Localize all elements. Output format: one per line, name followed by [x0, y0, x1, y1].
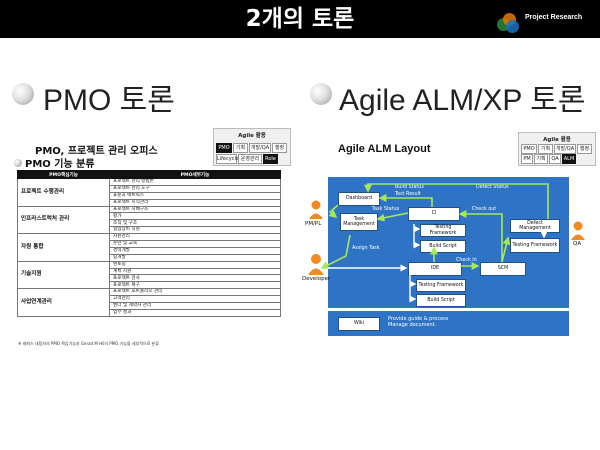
detail-cell: 프로젝트 복구: [109, 281, 281, 290]
category-cell: 인프라스트럭처 관리: [17, 205, 110, 235]
agile-tag-panel-right: Agile 활용 PMO 기획 개발/QA 행정 PM 기획 QA ALM: [518, 132, 596, 166]
table-header-row: PMO핵심기능 PMO세부기능: [17, 170, 281, 179]
tag-dev-qa[interactable]: 개발/QA: [554, 144, 576, 154]
label-check-in: Check in: [456, 258, 477, 263]
qa-person-icon: [571, 221, 585, 240]
tag-admin[interactable]: 행정: [272, 143, 287, 153]
agile-heading: Agile ALM/XP 토론: [339, 84, 586, 117]
scm-box: SCM: [480, 262, 526, 276]
tag-pmo[interactable]: PMO: [216, 143, 232, 153]
detail-cell: 멘토링: [109, 260, 281, 269]
tag-pm[interactable]: PM: [521, 154, 533, 164]
detail-cell: 프로젝트 관리 방법론: [109, 178, 281, 186]
wiki-box: Wiki: [338, 317, 380, 331]
tag-dev-qa[interactable]: 개발/QA: [249, 143, 271, 153]
category-cell: 기술지원: [17, 260, 110, 290]
detail-cell: 자원관리: [109, 233, 281, 242]
tag-alm[interactable]: ALM: [562, 154, 576, 164]
tag-lifecycle[interactable]: Lifecycle: [216, 154, 239, 164]
tag-pmo[interactable]: PMO: [521, 144, 537, 154]
agile-tag-panel-left: Agile 활용 PMO 기획 개발/QA 행정 Lifecycle 운영관리 …: [213, 128, 291, 166]
tag-plan[interactable]: 기획: [233, 143, 248, 153]
detail-cell: 팀개발: [109, 253, 281, 262]
detail-cell: 고객관리: [109, 295, 281, 304]
pmo-function-title: PMO 기능 분류: [25, 159, 95, 170]
tag-ops[interactable]: 운영관리: [238, 154, 262, 164]
detail-cell: 계획 지원: [109, 267, 281, 276]
build-script-box-1: Build Script: [420, 240, 466, 253]
label-defect-status: Defect Status: [476, 185, 509, 190]
qa-label: QA: [573, 241, 582, 247]
detail-cell: 훈련 및 교육: [109, 240, 281, 248]
ide-box: IDE: [408, 262, 462, 276]
pmo-heading: PMO 토론: [43, 84, 175, 117]
category-cell: 자원 통합: [17, 233, 110, 262]
detail-cell: 경력개발: [109, 246, 281, 255]
slide-title: 2개의 토론: [245, 6, 355, 32]
testing-framework-box-right: Testing Framework: [510, 238, 560, 253]
column-header-detail: PMO세부기능: [109, 170, 281, 179]
detail-cell: 프로젝트 감사: [109, 274, 281, 283]
pm-person-icon: [309, 200, 323, 219]
detail-cell: 프로젝트 지식관리: [109, 198, 281, 207]
tag-role[interactable]: Role: [263, 154, 278, 164]
label-build-status: Build Status: [395, 185, 424, 190]
pmo-subtitle: PMO, 프로젝트 관리 오피스: [35, 146, 158, 157]
bullet-icon: [12, 83, 34, 105]
detail-cell: 프로젝트 포트폴리오 관리: [109, 288, 281, 297]
detail-cell: 프로젝트 관리 도구: [109, 184, 281, 193]
category-cell: 사업연계관리: [17, 288, 110, 317]
label-task-status: Task Status: [372, 207, 400, 212]
small-bullet-icon: [14, 159, 22, 167]
tag-admin[interactable]: 행정: [577, 144, 592, 154]
tag-qa[interactable]: QA: [549, 154, 561, 164]
testing-framework-box-2: Testing Framework: [416, 279, 466, 292]
pmo-footnote: ※ 레퍼스 대림처의 PMO 핵심기능과 Gerad M Hil의 PMO 기능…: [18, 341, 159, 346]
detail-cell: 표준과 메트릭스: [109, 191, 281, 200]
tag-panel-header: Agile 활용: [238, 133, 266, 139]
tag-panel-header: Agile 활용: [543, 137, 571, 143]
table-row: 업무 성과: [18, 308, 281, 317]
label-check-out: Check out: [472, 207, 497, 212]
pm-pl-label: PM/PL: [305, 221, 322, 227]
category-cell: 프로젝트 수행관리: [17, 178, 110, 207]
label-assign-task: Assign Task: [352, 246, 380, 251]
bullet-icon: [310, 83, 332, 105]
build-script-box-2: Build Script: [416, 294, 466, 307]
dashboard-box: Dashboard: [338, 192, 380, 206]
column-header-core: PMO핵심기능: [17, 170, 110, 179]
detail-cell: 조직 및 구조: [109, 219, 281, 228]
agile-layout-title: Agile ALM Layout: [338, 143, 431, 155]
task-management-box: Task Management: [340, 213, 378, 231]
ci-box: CI: [408, 207, 460, 221]
tag-plan-2[interactable]: 기획: [534, 154, 548, 164]
developer-person-icon: [308, 254, 324, 275]
wiki-guide-text: Provide guide & process Manage document.: [388, 316, 449, 328]
defect-management-box: Defect Management: [510, 219, 560, 233]
detail-cell: 평가: [109, 212, 281, 221]
tag-plan[interactable]: 기획: [538, 144, 553, 154]
detail-cell: 벤더 및 계약자 관리: [109, 302, 281, 310]
brand-label: Project Research: [525, 14, 583, 21]
testing-framework-box-1: Testing Framework: [420, 224, 466, 237]
label-test-result: Test Result: [395, 192, 421, 197]
detail-cell: 프로젝트 지배구조: [109, 205, 281, 214]
detail-cell: 업무 성과: [109, 308, 281, 317]
project-research-logo: [497, 13, 521, 35]
developer-label: Developer: [302, 276, 331, 282]
detail-cell: 협업장비 지원: [109, 226, 281, 235]
